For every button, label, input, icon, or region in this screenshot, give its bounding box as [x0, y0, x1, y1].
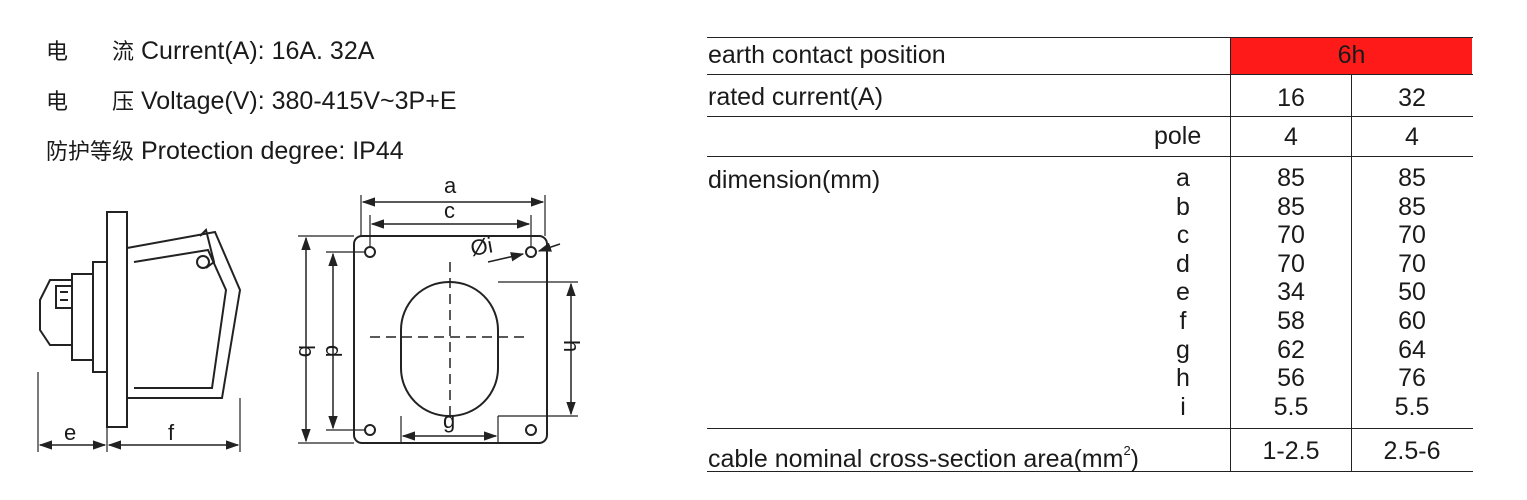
mount-hole-top-right — [525, 246, 537, 258]
dim-16-b: 85 — [1277, 192, 1305, 221]
spec-current-text: Current(A): 16A. 32A — [140, 37, 375, 65]
dimension-16-column: 85 85 70 70 34 58 62 56 5.5 — [1231, 164, 1351, 421]
dim-32-f: 60 — [1398, 306, 1426, 335]
dimension-32-column: 85 85 70 70 50 60 64 76 5.5 — [1352, 164, 1472, 421]
spec-protection-cn: 防护等级 — [46, 140, 135, 165]
dim-letter-h: h — [1176, 364, 1190, 393]
label-c: c — [444, 198, 455, 223]
dim-16-g: 62 — [1277, 335, 1305, 364]
label-i: Øi — [469, 232, 495, 260]
mount-hole-top-left — [364, 246, 376, 258]
spec-voltage-cn-b: 压 — [112, 90, 135, 115]
spec-current: 电 流 Current(A): 16A. 32A — [46, 36, 374, 68]
label-e: e — [64, 420, 76, 445]
dimension-label: dimension(mm) — [708, 166, 881, 194]
dim-letter-e: e — [1176, 278, 1190, 307]
pole-32: 4 — [1405, 123, 1419, 151]
dim-16-a: 85 — [1277, 164, 1305, 192]
dim-letter-c: c — [1176, 221, 1190, 250]
cable-label-sup: 2 — [1123, 443, 1131, 458]
label-b: b — [294, 345, 319, 357]
dim-letter-g: g — [1176, 335, 1190, 364]
dim-letter-i: i — [1180, 392, 1186, 421]
side-view-socket — [92, 261, 107, 373]
label-a: a — [444, 173, 457, 198]
dim-32-e: 50 — [1398, 278, 1426, 307]
cable-16: 1-2.5 — [1262, 437, 1320, 465]
label-d: d — [321, 345, 346, 357]
dim-16-f: 58 — [1277, 306, 1305, 335]
cable-label-end: ) — [1130, 445, 1139, 473]
mount-hole-bottom-right — [525, 424, 537, 436]
cable-label: cable nominal cross-section area(mm2) — [708, 437, 1139, 473]
dim-32-d: 70 — [1398, 249, 1426, 278]
label-f: f — [168, 420, 175, 445]
rated-current-32: 32 — [1398, 84, 1426, 112]
dim-32-g: 64 — [1398, 335, 1426, 364]
earth-contact-highlight — [1230, 37, 1472, 74]
dim-32-a: 85 — [1398, 164, 1426, 192]
dim-letter-b: b — [1176, 192, 1190, 221]
dim-letter-a: a — [1176, 164, 1190, 192]
label-h: h — [559, 340, 584, 352]
spec-voltage-cn-a: 电 — [46, 90, 69, 115]
spec-protection: 防护等级 Protection degree: IP44 — [46, 136, 404, 168]
dimension-letters: a b c d e f g h i — [1168, 164, 1198, 421]
side-view-flange — [106, 211, 128, 428]
spec-voltage-text: Voltage(V): 380-415V~3P+E — [140, 87, 457, 115]
cable-32: 2.5-6 — [1383, 437, 1441, 465]
spec-current-cn-a: 电 — [46, 40, 69, 65]
mount-hole-bottom-left — [364, 424, 376, 436]
earth-contact-label: earth contact position — [708, 41, 946, 69]
side-view-body — [126, 230, 242, 399]
dim-16-i: 5.5 — [1273, 392, 1309, 421]
label-g: g — [443, 408, 455, 433]
dim-letter-d: d — [1176, 249, 1190, 278]
dim-32-h: 76 — [1398, 364, 1426, 393]
front-view-plate — [353, 235, 548, 444]
cable-label-text: cable nominal cross-section area(mm — [708, 445, 1124, 473]
dim-32-b: 85 — [1398, 192, 1426, 221]
dim-16-d: 70 — [1277, 249, 1305, 278]
rated-current-16: 16 — [1277, 84, 1305, 112]
spec-current-cn-b: 流 — [112, 40, 135, 65]
pole-16: 4 — [1284, 123, 1298, 151]
dim-16-h: 56 — [1277, 364, 1305, 393]
spec-protection-text: Protection degree: IP44 — [140, 137, 404, 165]
spec-voltage: 电 压 Voltage(V): 380-415V~3P+E — [46, 86, 457, 118]
earth-contact-value: 6h — [1337, 41, 1366, 69]
dim-leader-i — [487, 252, 525, 263]
pole-label: pole — [1154, 122, 1202, 150]
dim-16-c: 70 — [1277, 221, 1305, 250]
dim-16-e: 34 — [1277, 278, 1305, 307]
dim-letter-f: f — [1179, 306, 1187, 335]
rated-current-label: rated current(A) — [708, 83, 884, 111]
technical-drawing: a c b d h g e f Øi — [37, 173, 584, 452]
dim-32-i: 5.5 — [1394, 392, 1430, 421]
dim-32-c: 70 — [1398, 221, 1426, 250]
